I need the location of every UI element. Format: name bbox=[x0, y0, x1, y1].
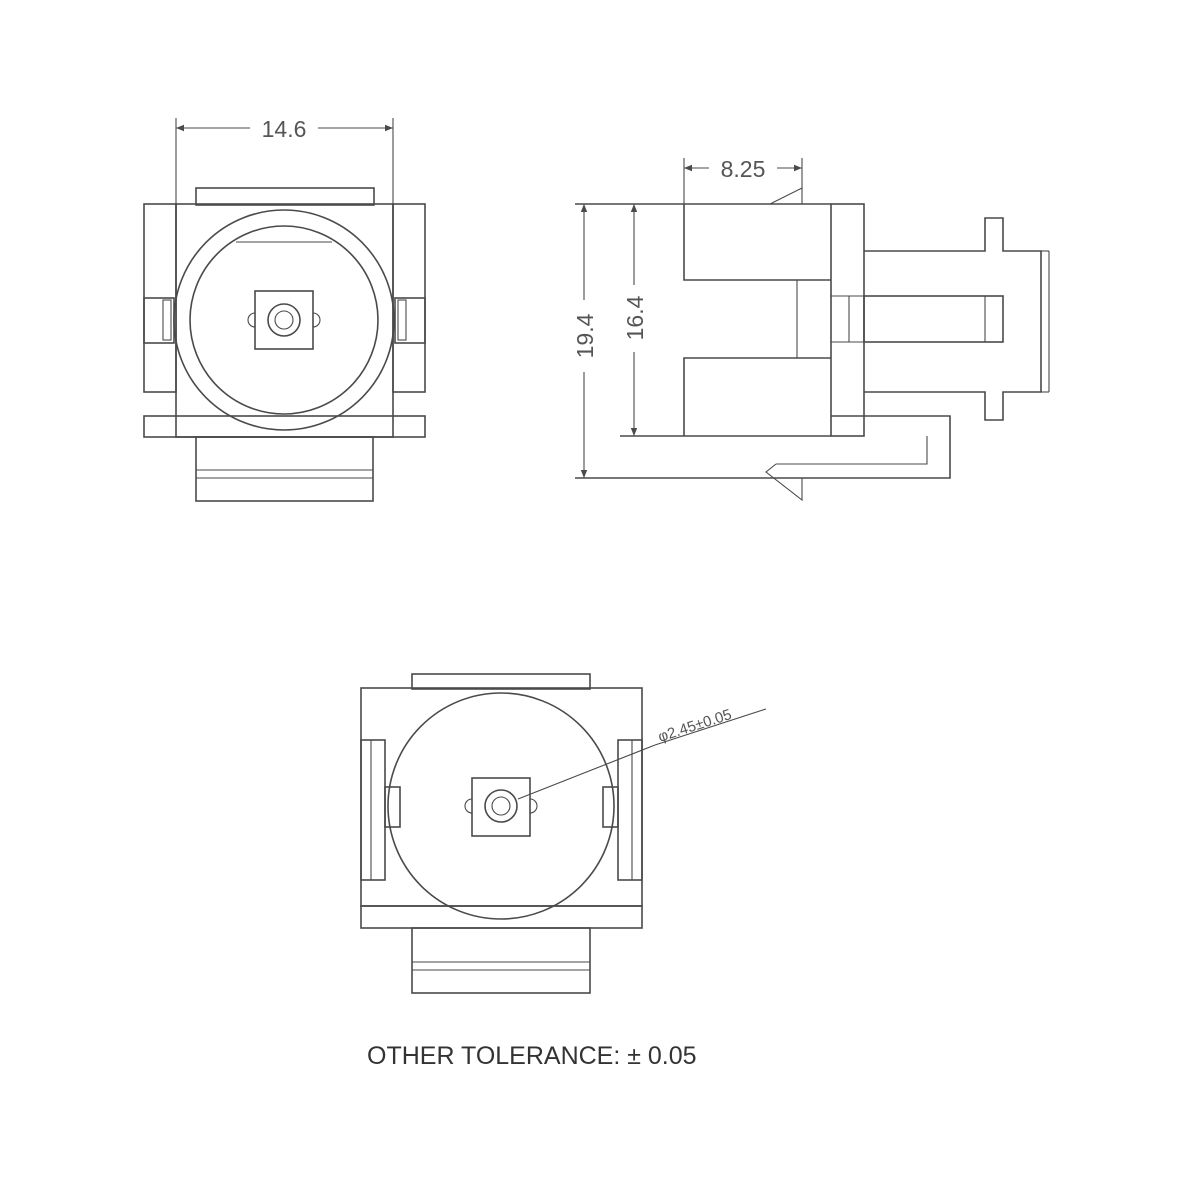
rear-view bbox=[360, 673, 643, 994]
front-view bbox=[143, 187, 426, 502]
dim-front-width-label: 14.6 bbox=[262, 116, 307, 142]
dim-side-depth: 8.25 bbox=[683, 156, 803, 204]
dim-body-height: 16.4 bbox=[622, 204, 648, 436]
dim-overall-height: 19.4 bbox=[572, 204, 598, 478]
dim-hole-diameter-label: φ2.45±0.05 bbox=[656, 706, 734, 746]
dim-side-depth-label: 8.25 bbox=[721, 156, 766, 182]
tolerance-note: OTHER TOLERANCE: ± 0.05 bbox=[367, 1042, 697, 1070]
dim-overall-height-label: 19.4 bbox=[572, 313, 598, 358]
dim-front-width: 14.6 bbox=[175, 116, 394, 204]
dim-body-height-label: 16.4 bbox=[622, 295, 648, 340]
side-view bbox=[575, 187, 1050, 502]
